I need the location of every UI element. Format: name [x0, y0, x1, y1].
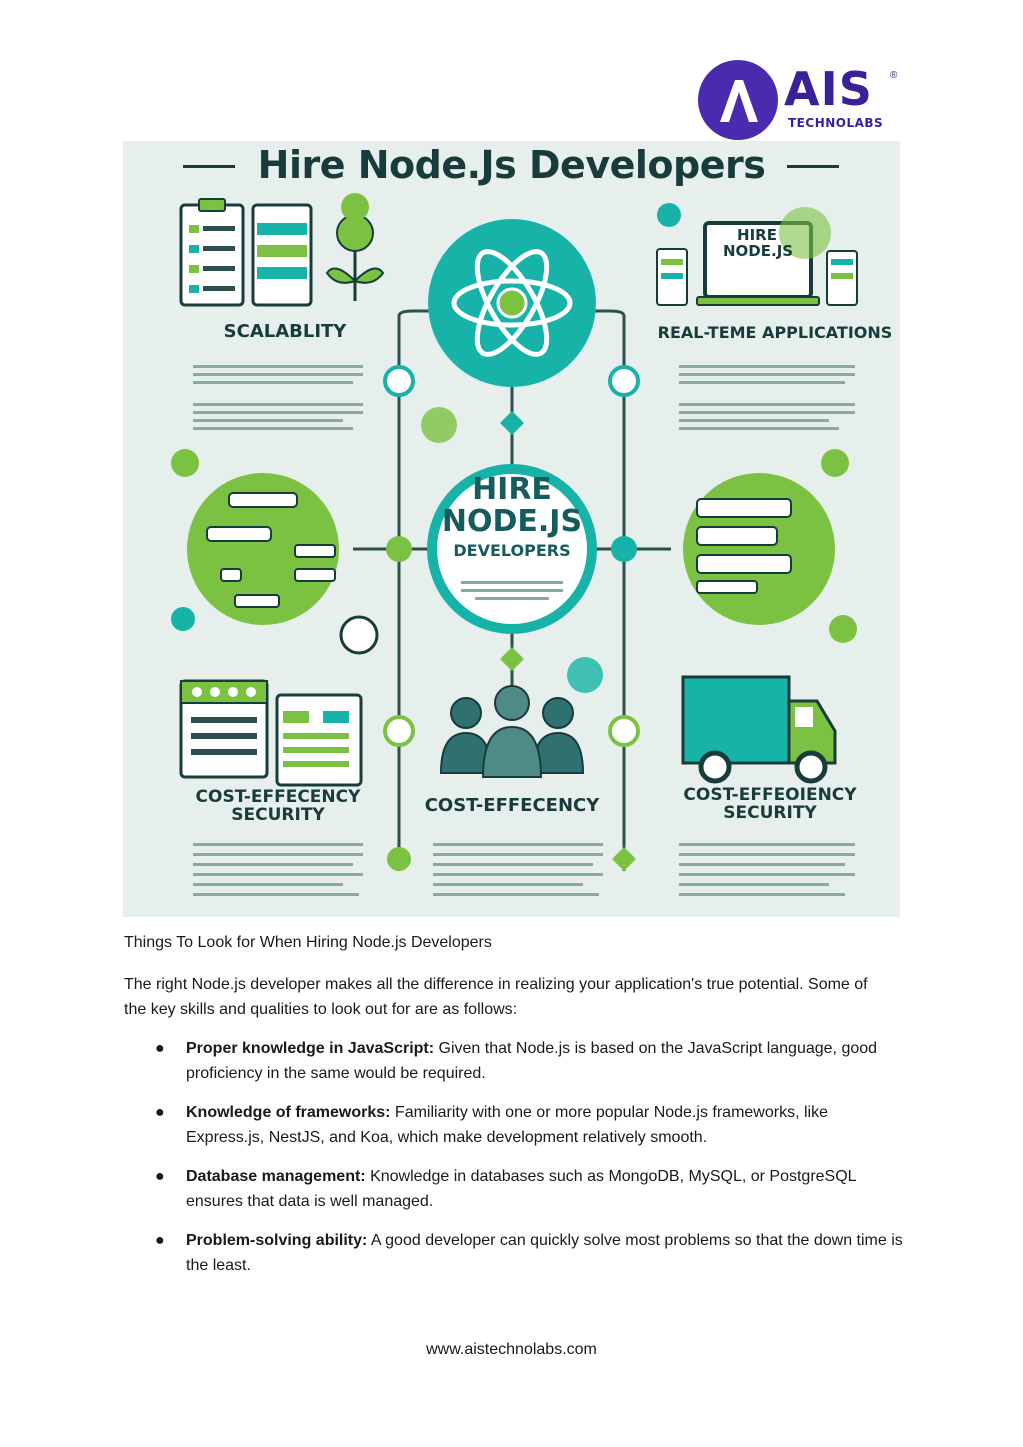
- laptop-line-1: HIRE: [737, 226, 777, 244]
- infographic-image: Hire Node.Js Developers HIRE NODE.JS SCA…: [123, 141, 900, 917]
- skill-title: Knowledge of frameworks:: [186, 1104, 391, 1121]
- label-cost-efficiency-security-left: COST-EFFECENCY SECURITY: [195, 787, 361, 825]
- label-cost-efficiency-security-right: COST-EFFEOIENCY SECURITY: [683, 785, 857, 823]
- laptop-screen-text: HIRE NODE.JS: [723, 226, 794, 260]
- laptop-line-2: NODE.JS: [723, 241, 794, 260]
- company-logo: AIS ® TECHNOLABS: [698, 58, 908, 142]
- skill-title: Database management:: [186, 1168, 366, 1185]
- label-cost-efficiency-center: COST-EFFECENCY: [424, 795, 600, 816]
- center-heading: HIRE NODE.JS DEVELOPERS: [433, 475, 591, 559]
- infographic-title: Hire Node.Js Developers: [257, 143, 766, 187]
- bullet-icon: ●: [155, 1168, 165, 1185]
- label-scalability: SCALABLITY: [223, 321, 347, 342]
- center-line-3: DEVELOPERS: [453, 541, 571, 560]
- logo-mark-icon: [698, 60, 778, 140]
- logo-brand: AIS: [784, 62, 873, 116]
- logo-registered-mark: ®: [890, 70, 898, 81]
- skills-list: ● Proper knowledge in JavaScript: Given t…: [124, 1036, 904, 1292]
- center-line-2: NODE.JS: [441, 504, 583, 539]
- logo-tagline: TECHNOLABS: [788, 116, 884, 130]
- skill-text: Given that Node.js is based on the JavaS…: [186, 1040, 878, 1082]
- list-item: ● Database management: Knowledge in datab…: [124, 1164, 904, 1214]
- label-real-time-applications: REAL-TEME APPLICATIONS: [657, 323, 893, 342]
- skill-text: Knowledge in databases such as MongoDB, …: [186, 1168, 856, 1210]
- skill-text: A good developer can quickly solve most …: [186, 1232, 903, 1274]
- list-item: ● Proper knowledge in JavaScript: Given t…: [124, 1036, 904, 1086]
- center-line-1: HIRE: [472, 472, 552, 507]
- footer-url[interactable]: www.aistechnolabs.com: [426, 1341, 597, 1358]
- infographic-graphics: [171, 165, 858, 896]
- bullet-icon: ●: [155, 1040, 165, 1057]
- bullet-icon: ●: [155, 1104, 165, 1121]
- list-item: ● Knowledge of frameworks: Familiarity wi…: [124, 1100, 904, 1150]
- image-caption: Things To Look for When Hiring Node.js D…: [124, 934, 492, 951]
- bullet-icon: ●: [155, 1232, 165, 1249]
- skill-title: Problem-solving ability:: [186, 1232, 368, 1249]
- skill-text: Familiarity with one or more popular Nod…: [186, 1104, 828, 1146]
- intro-paragraph: The right Node.js developer makes all th…: [124, 976, 868, 1018]
- skill-title: Proper knowledge in JavaScript:: [186, 1040, 435, 1057]
- list-item: ● Problem-solving ability: A good develop…: [124, 1228, 904, 1278]
